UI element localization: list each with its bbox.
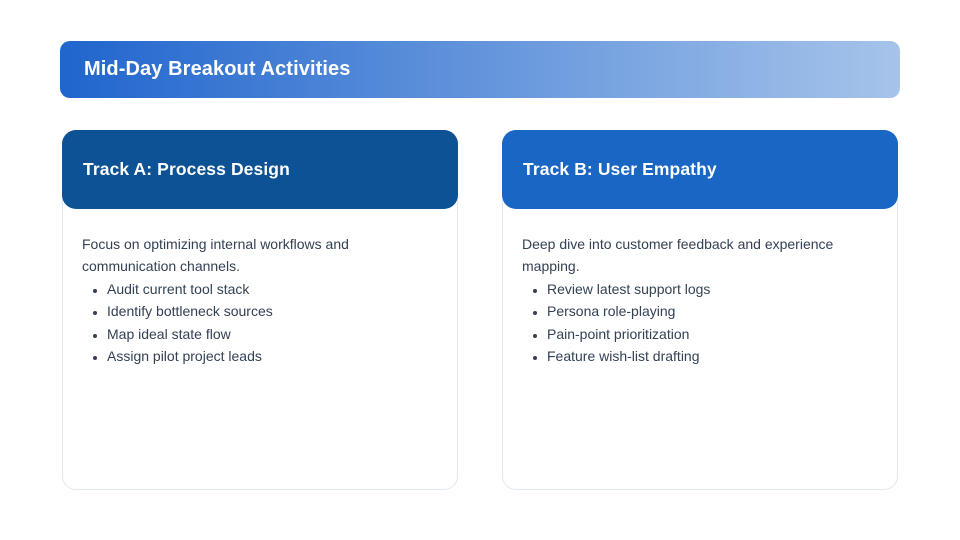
bullet-item: Review latest support logs (547, 278, 877, 300)
bullet-item: Identify bottleneck sources (107, 300, 437, 322)
card-track-b-body: Deep dive into customer feedback and exp… (503, 209, 897, 489)
card-track-a-header: Track A: Process Design (62, 130, 458, 209)
bullet-item: Pain-point prioritization (547, 323, 877, 345)
card-track-a-title: Track A: Process Design (83, 159, 290, 179)
banner: Mid-Day Breakout Activities (60, 41, 900, 98)
bullet-item: Feature wish-list drafting (547, 345, 877, 367)
card-track-a-bullet-list: Audit current tool stackIdentify bottlen… (82, 278, 437, 368)
bullet-item: Map ideal state flow (107, 323, 437, 345)
card-track-b: Track B: User Empathy Deep dive into cus… (502, 130, 898, 490)
card-track-b-bullet-list: Review latest support logsPersona role-p… (522, 278, 877, 368)
page-title: Mid-Day Breakout Activities (84, 58, 351, 80)
card-track-a: Track A: Process Design Focus on optimiz… (62, 130, 458, 490)
card-track-a-body: Focus on optimizing internal workflows a… (63, 209, 457, 489)
bullet-item: Audit current tool stack (107, 278, 437, 300)
bullet-item: Persona role-playing (547, 300, 877, 322)
bullet-item: Assign pilot project leads (107, 345, 437, 367)
card-track-b-description: Deep dive into customer feedback and exp… (522, 236, 834, 275)
card-track-b-header: Track B: User Empathy (502, 130, 898, 209)
card-track-a-description: Focus on optimizing internal workflows a… (82, 236, 349, 275)
card-track-b-title: Track B: User Empathy (523, 159, 717, 179)
